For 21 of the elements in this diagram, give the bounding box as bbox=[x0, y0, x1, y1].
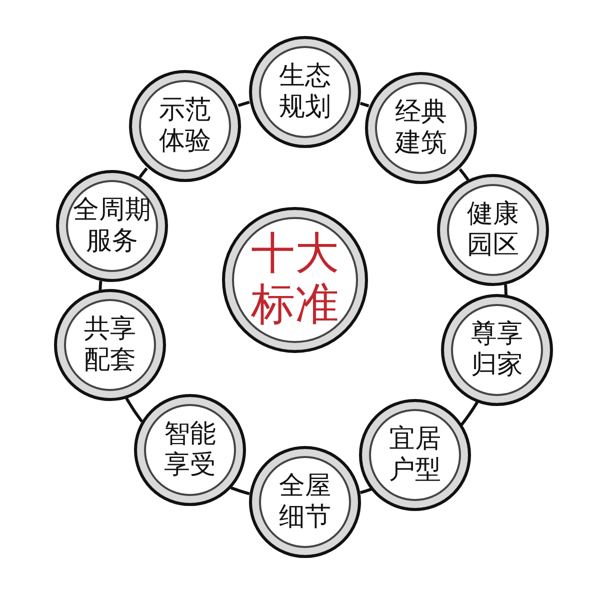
circle-label: 智能享受 bbox=[163, 418, 217, 482]
ring-connector bbox=[360, 488, 372, 494]
ring-connector bbox=[458, 168, 470, 181]
ring-connector bbox=[238, 100, 250, 108]
ring-connector bbox=[98, 280, 102, 290]
circle-label: 示范体验 bbox=[158, 94, 212, 158]
circle-label: 共享配套 bbox=[83, 314, 137, 376]
ring-connector bbox=[504, 284, 508, 296]
ring-connector bbox=[138, 167, 148, 178]
circle-label: 全周期服务 bbox=[72, 194, 152, 258]
circle-label: 健康园区 bbox=[466, 198, 520, 262]
circle-label: 生态规划 bbox=[278, 60, 332, 124]
ring-connector bbox=[360, 102, 370, 108]
circle-label: 宜居户型 bbox=[388, 424, 442, 486]
circle-label: 十大标准 bbox=[250, 229, 340, 331]
circle-label: 全屋细节 bbox=[278, 470, 332, 534]
ring-connector bbox=[230, 486, 250, 496]
ring-connector bbox=[460, 401, 479, 426]
ring-connector bbox=[125, 397, 144, 423]
circle-label: 尊享归家 bbox=[470, 318, 524, 382]
circle-label: 经典建筑 bbox=[394, 96, 448, 160]
